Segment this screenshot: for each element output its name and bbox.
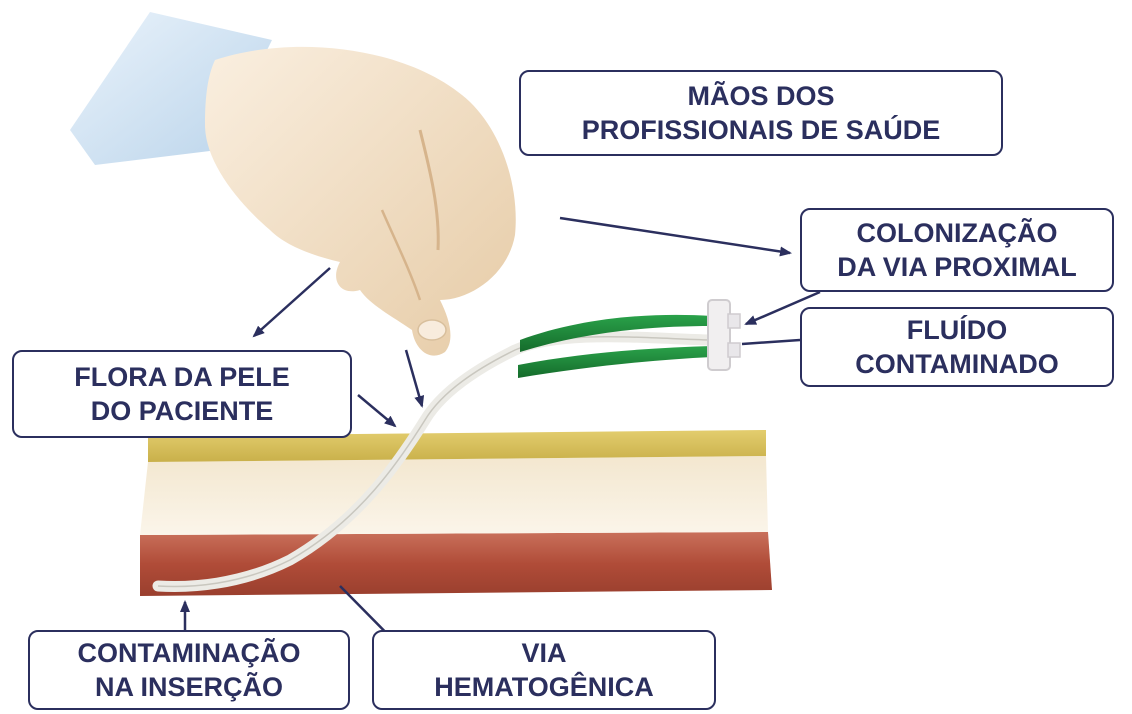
tissue-layers xyxy=(140,430,772,596)
gloved-hand-illustration xyxy=(70,12,516,356)
green-hub-upper xyxy=(520,314,712,352)
dermis-layer xyxy=(140,456,768,535)
label-hematogenous-route: VIA HEMATOGÊNICA xyxy=(372,630,716,710)
arrow-hand-to-insertion xyxy=(404,349,425,408)
catheter-connector xyxy=(707,299,731,371)
arrow-colonization-to-connector xyxy=(744,290,821,326)
label-patient-skin-flora: FLORA DA PELE DO PACIENTE xyxy=(12,350,352,438)
thumb-nail xyxy=(417,319,447,341)
epidermis-layer xyxy=(148,430,766,462)
arrow-hand-to-proximal xyxy=(559,216,792,257)
label-contaminated-fluid: FLUÍDO CONTAMINADO xyxy=(800,307,1114,387)
line-fluid-to-connector xyxy=(741,338,801,346)
label-health-workers-hands: MÃOS DOS PROFISSIONAIS DE SAÚDE xyxy=(519,70,1003,156)
catheter xyxy=(152,299,741,593)
label-proximal-colonization: COLONIZAÇÃO DA VIA PROXIMAL xyxy=(800,208,1114,292)
gloved-hand xyxy=(205,46,516,356)
green-hub-lower xyxy=(518,346,712,378)
arrow-flora-to-skin xyxy=(357,394,397,428)
label-insertion-contamination: CONTAMINAÇÃO NA INSERÇÃO xyxy=(28,630,350,710)
muscle-layer xyxy=(140,532,772,596)
arrow-hand-to-flora xyxy=(252,267,331,338)
